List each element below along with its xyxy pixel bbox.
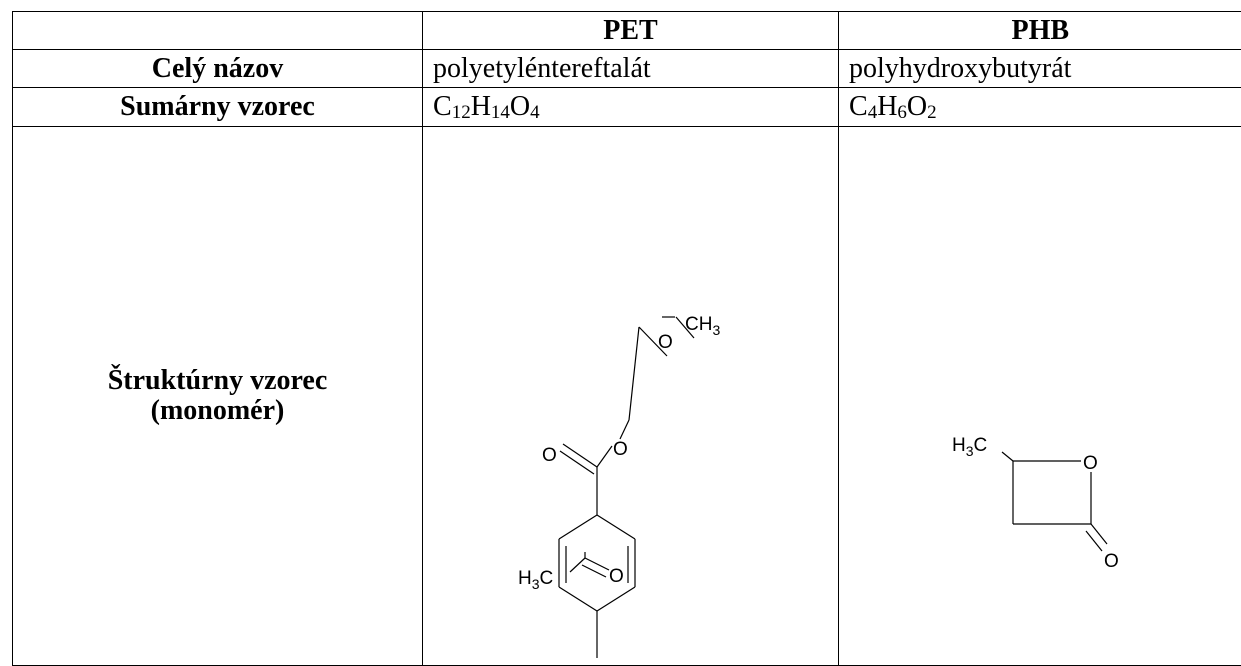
bond [560, 451, 594, 474]
bond [559, 515, 597, 539]
structural-formula-label: Štruktúrny vzorec [13, 366, 422, 396]
header-empty-cell [13, 12, 423, 50]
structural-formula-sublabel: (monomér) [13, 396, 422, 426]
phb-formula-el: O [907, 91, 927, 122]
phb-structure-cell: H3C O O [839, 127, 1241, 666]
phb-atom-o-ring: O [1083, 453, 1098, 474]
table-row-summary-formula: Sumárny vzorec C12H14O4 C4H6O2 [13, 88, 1241, 127]
pet-lower-bonds [570, 552, 609, 577]
bond [597, 515, 635, 539]
header-row: PET PHB [13, 12, 1241, 50]
pet-atom-o-ketone: O [609, 566, 624, 587]
pet-full-name: polyetyléntereftalát [423, 50, 839, 88]
phb-formula-el: C [849, 91, 868, 122]
pet-formula-el: O [510, 91, 530, 122]
header-phb: PHB [839, 12, 1241, 50]
bond [629, 327, 639, 420]
phb-summary-formula: C4H6O2 [839, 88, 1241, 127]
phb-structure-diagram: H3C O O [839, 127, 1241, 658]
pet-atom-o-ester: O [613, 439, 628, 460]
pet-formula-el: C [433, 91, 452, 122]
pet-formula-sub: 12 [452, 102, 471, 123]
phb-atom-h3c: H3C [952, 435, 987, 459]
row-label-summary-formula: Sumárny vzorec [13, 88, 423, 127]
phb-formula-sub: 6 [897, 102, 907, 123]
bond [1002, 452, 1013, 461]
phb-atom-o-carbonyl: O [1104, 551, 1119, 572]
phb-formula-sub: 4 [868, 102, 878, 123]
row-label-structural-formula: Štruktúrny vzorec (monomér) [13, 127, 423, 666]
bond [563, 444, 597, 467]
table-row-full-name: Celý názov polyetyléntereftalát polyhydr… [13, 50, 1241, 88]
pet-atom-h3c-bottom: H3C [518, 568, 553, 592]
bond [620, 420, 629, 439]
pet-formula-sub: 4 [530, 102, 540, 123]
pet-formula-el: H [471, 91, 491, 122]
phb-full-name: polyhydroxybutyrát [839, 50, 1241, 88]
row-label-full-name: Celý názov [13, 50, 423, 88]
pet-structure-lower: H3C O [423, 552, 839, 612]
pet-summary-formula: C12H14O4 [423, 88, 839, 127]
phb-formula-sub: 2 [927, 102, 937, 123]
pet-atom-o-carbonyl: O [542, 445, 557, 466]
pet-formula-sub: 14 [491, 102, 510, 123]
header-pet: PET [423, 12, 839, 50]
phb-formula-el: H [877, 91, 897, 122]
bond [597, 446, 612, 467]
pet-atom-o-top: O [658, 332, 673, 353]
pet-atom-ch3-top: CH3 [685, 314, 720, 338]
